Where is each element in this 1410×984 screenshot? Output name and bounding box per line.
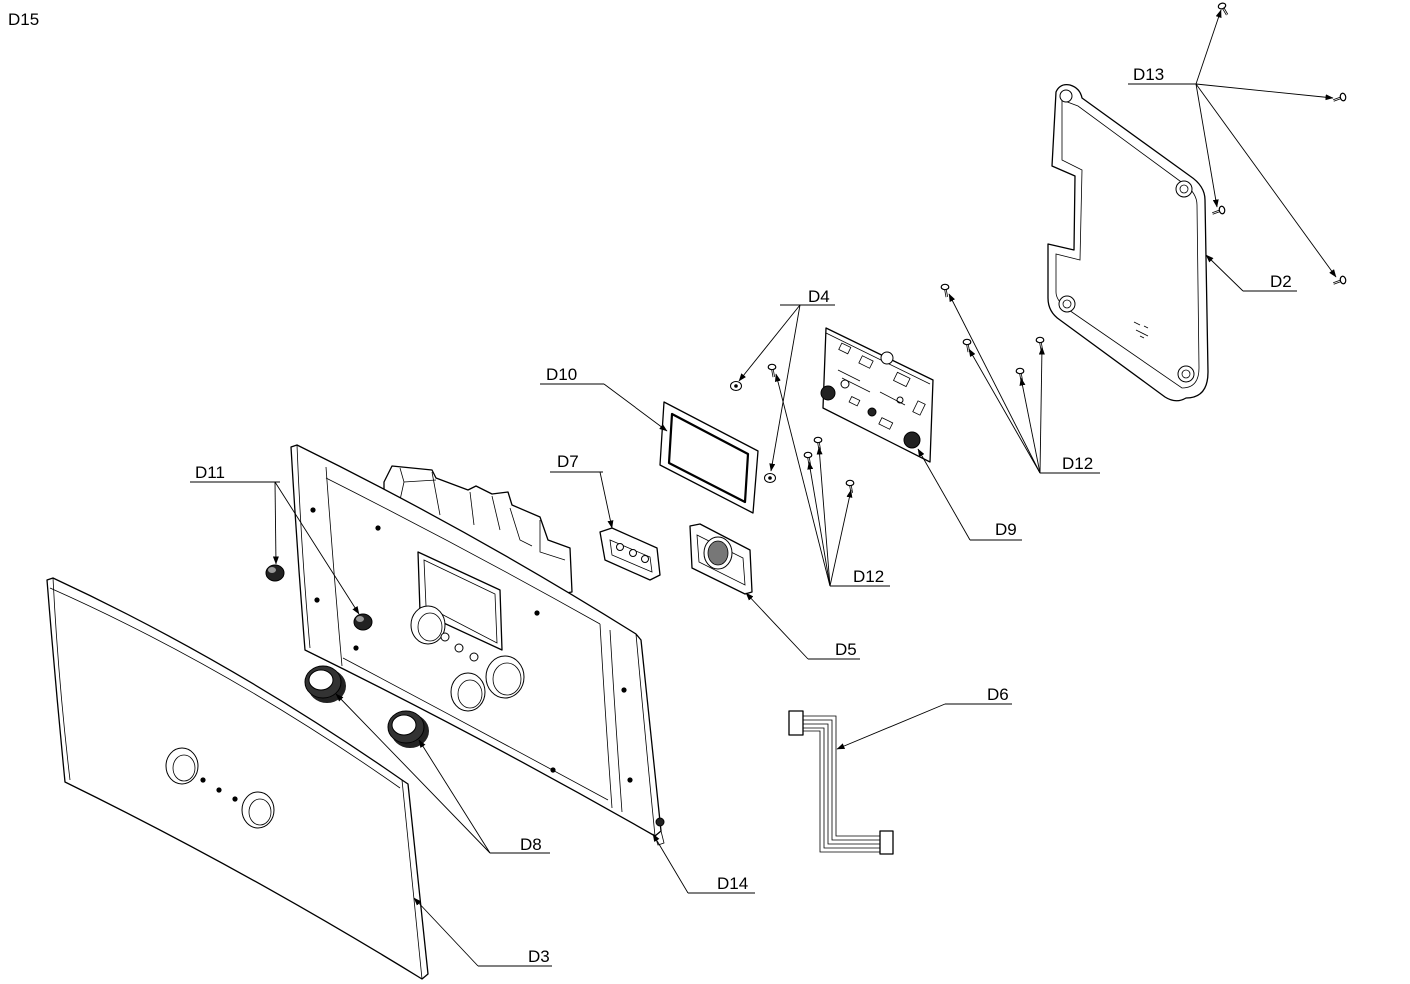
circuit-board-part [820, 327, 934, 463]
washer-part-1 [730, 381, 742, 391]
callout-d12-middle-label: D12 [853, 567, 884, 586]
callout-d5-label: D5 [835, 640, 857, 659]
screw-part [845, 479, 855, 495]
knob-part-2 [387, 710, 429, 748]
callout-d13: D13 [1128, 9, 1337, 278]
callout-d14: D14 [652, 833, 755, 894]
figure-label: D15 [8, 10, 39, 29]
callout-d13-label: D13 [1133, 65, 1164, 84]
callout-d14-label: D14 [717, 874, 748, 893]
callout-d8: D8 [335, 693, 550, 854]
speaker-part [689, 523, 753, 595]
button-part-1 [265, 564, 285, 582]
callout-d9-label: D9 [995, 520, 1017, 539]
front-cover-part [46, 577, 429, 980]
callout-d11: D11 [190, 463, 360, 615]
screw-part [1034, 336, 1046, 352]
screw-part [1331, 274, 1348, 287]
callout-d7: D7 [550, 452, 614, 529]
screw-part [813, 436, 823, 452]
display-frame-part [659, 401, 759, 514]
callout-d2-label: D2 [1270, 272, 1292, 291]
callout-d4: D4 [738, 287, 835, 472]
callout-d9: D9 [917, 448, 1022, 541]
frame-part [290, 444, 665, 846]
screw-part [767, 363, 777, 379]
callout-d8-label: D8 [520, 835, 542, 854]
callout-d6: D6 [836, 685, 1012, 750]
callout-d6-label: D6 [987, 685, 1009, 704]
screw-part [1331, 91, 1348, 104]
callout-d10: D10 [540, 365, 668, 432]
cable-part [788, 710, 894, 855]
callout-d12-middle: D12 [774, 373, 890, 587]
callout-d12-right: D12 [948, 293, 1100, 474]
screw-part [940, 283, 950, 299]
callout-d12-right-label: D12 [1062, 454, 1093, 473]
callout-d7-label: D7 [557, 452, 579, 471]
callout-d3-label: D3 [528, 947, 550, 966]
callout-d3: D3 [413, 897, 552, 967]
knob-part-1 [304, 665, 346, 703]
callout-d2: D2 [1205, 254, 1297, 292]
callout-d5: D5 [745, 592, 860, 660]
callout-d4-label: D4 [808, 287, 830, 306]
callout-d11-label: D11 [195, 463, 225, 482]
screw-part [803, 451, 813, 467]
button-part-2 [353, 613, 373, 631]
back-plate-part [1047, 84, 1209, 402]
callout-d10-label: D10 [546, 365, 577, 384]
screw-part [1210, 204, 1227, 217]
connector-part [599, 527, 661, 581]
washer-part-2 [764, 473, 776, 483]
screw-part [1015, 367, 1025, 383]
